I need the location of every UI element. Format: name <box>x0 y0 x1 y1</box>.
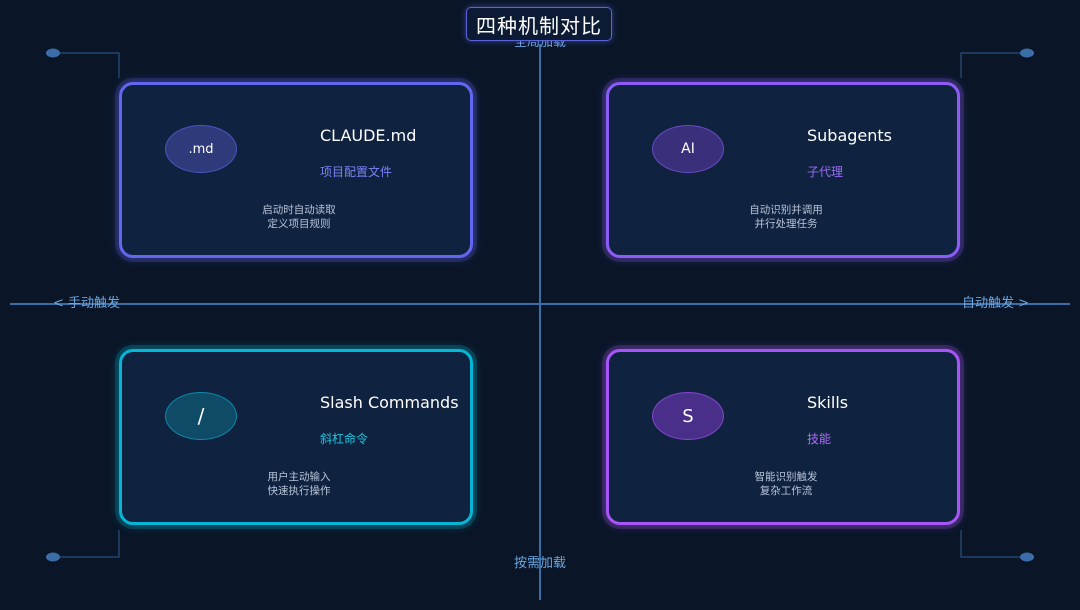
card-subtitle: 子代理 <box>807 165 844 179</box>
ai-icon: AI <box>652 125 724 173</box>
card-description-line: 并行处理任务 <box>754 218 818 230</box>
page-title: 四种机制对比 <box>466 7 612 41</box>
connector-top-right <box>960 52 1027 78</box>
card-skills: S Skills 技能 智能识别触发 复杂工作流 <box>606 349 960 525</box>
card-description-line: 启动时自动读取 <box>262 204 336 216</box>
axis-label-left: < 手动触发 <box>53 296 121 311</box>
connector-dot-bottom-left <box>46 552 60 562</box>
card-description-line: 定义项目规则 <box>267 218 331 230</box>
connector-dot-top-right <box>1020 48 1034 58</box>
card-badge-label: / <box>197 404 205 428</box>
card-title: CLAUDE.md <box>320 126 417 145</box>
card-description-line: 复杂工作流 <box>759 485 813 497</box>
md-file-icon: .md <box>165 125 237 173</box>
connector-bottom-left <box>53 530 120 558</box>
card-subtitle: 斜杠命令 <box>320 432 369 446</box>
skill-icon: S <box>652 392 724 440</box>
connector-dot-bottom-right <box>1020 552 1034 562</box>
card-badge-label: S <box>682 405 694 427</box>
card-description-line: 快速执行操作 <box>267 485 331 497</box>
card-title: Skills <box>807 393 849 412</box>
card-subtitle: 项目配置文件 <box>320 165 393 179</box>
card-badge-label: .md <box>188 141 214 157</box>
connector-top-left <box>53 52 120 78</box>
connector-dot-top-left <box>46 48 60 58</box>
card-claude-md: .md CLAUDE.md 项目配置文件 启动时自动读取 定义项目规则 <box>119 82 473 258</box>
card-description: 用户主动输入 快速执行操作 <box>122 470 476 498</box>
card-title: Slash Commands <box>320 393 459 412</box>
page-title-text: 四种机制对比 <box>476 13 602 38</box>
axis-label-right: 自动触发 > <box>962 296 1030 311</box>
card-subagents: AI Subagents 子代理 自动识别并调用 并行处理任务 <box>606 82 960 258</box>
slash-icon: / <box>165 392 237 440</box>
card-slash-commands: / Slash Commands 斜杠命令 用户主动输入 快速执行操作 <box>119 349 473 525</box>
card-description: 启动时自动读取 定义项目规则 <box>122 203 476 231</box>
card-description: 自动识别并调用 并行处理任务 <box>609 203 963 231</box>
card-description: 智能识别触发 复杂工作流 <box>609 470 963 498</box>
axis-label-bottom: 按需加载 <box>514 556 567 571</box>
card-badge-label: AI <box>681 141 695 157</box>
card-description-line: 智能识别触发 <box>754 471 818 483</box>
card-description-line: 用户主动输入 <box>267 471 331 483</box>
card-description-line: 自动识别并调用 <box>749 204 823 216</box>
card-subtitle: 技能 <box>807 432 832 446</box>
connector-bottom-right <box>960 530 1027 558</box>
card-title: Subagents <box>807 126 893 145</box>
